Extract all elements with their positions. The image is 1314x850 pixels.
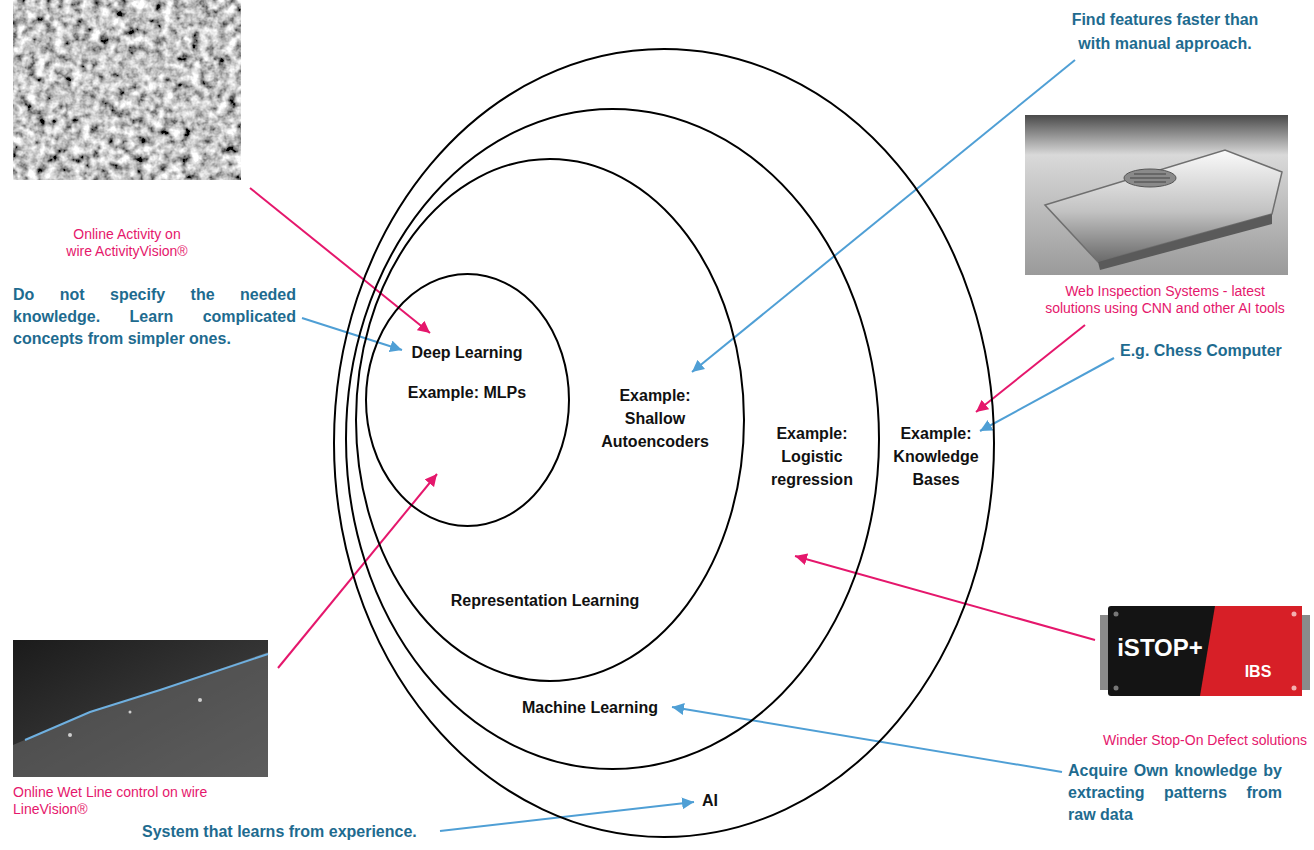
droplet: [129, 711, 132, 714]
annotation-note: E.g. Chess Computer: [1120, 341, 1282, 361]
leader-arrow: [795, 556, 1095, 640]
winder-device-panel: [1200, 606, 1302, 696]
wet-line-photo: [13, 640, 268, 777]
annotation-note: Do not specify the needed knowledge. Lea…: [13, 284, 296, 350]
device-bracket: [1100, 615, 1108, 690]
circle-outline-shape: [366, 274, 569, 526]
set-name: Machine Learning: [522, 696, 658, 719]
device-grill: [1124, 169, 1176, 187]
annotation-note: Acquire Own knowledge by extracting patt…: [1068, 760, 1282, 826]
ai-set-circle: AIExample: Knowledge BasesMachine Learni…: [333, 48, 995, 838]
web-inspection-photo: [1025, 115, 1288, 275]
circle-outline-shape: [356, 159, 744, 681]
wet-line-edge: [25, 654, 268, 740]
winder-device-body: [1108, 606, 1302, 696]
example-text: Example: MLPs: [408, 381, 526, 404]
screw: [1114, 686, 1119, 691]
example-text: Example: Shallow Autoencoders: [599, 384, 711, 453]
device-grill-line: [1134, 174, 1166, 175]
leader-arrow: [672, 707, 1062, 772]
leader-arrow: [440, 802, 694, 831]
machine-learning-set-circle: Machine Learning Example: Logistic regres…: [345, 108, 880, 770]
circle-outline-shape: [334, 49, 994, 837]
circle-outline-shape: [346, 109, 879, 769]
representation-learning-set-circle: Representation Learning Example: Shallow …: [355, 158, 745, 682]
example-text: Example: Knowledge Bases: [890, 422, 982, 491]
sem-photo: [13, 0, 241, 180]
device-shadow: [1098, 214, 1272, 270]
screw: [1292, 686, 1297, 691]
product-logo: iSTOP+: [1117, 634, 1203, 662]
set-name: Representation Learning: [451, 589, 639, 612]
annotation-note: Find features faster than with manual ap…: [1063, 8, 1268, 56]
leader-arrow: [980, 358, 1114, 431]
photo-caption: Online Activity on wire ActivityVision®: [63, 226, 191, 260]
annotation-note: System that learns from experience.: [142, 822, 417, 842]
set-name: Deep Learning: [411, 341, 522, 364]
device-bracket: [1302, 615, 1310, 690]
device-grill-line: [1134, 182, 1166, 183]
photo-caption: Web Inspection Systems - latest solution…: [1039, 283, 1291, 317]
set-name: AI: [702, 789, 718, 812]
example-text: Example: Logistic regression: [766, 422, 858, 491]
brand-logo: IBS: [1245, 662, 1272, 682]
device-grill-line: [1130, 178, 1170, 179]
screw: [1292, 612, 1297, 617]
deep-learning-set-circle: Deep LearningExample: MLPs: [365, 273, 570, 527]
wire-surface: [13, 652, 268, 777]
leader-arrow: [278, 474, 437, 668]
leader-arrow: [692, 60, 1075, 372]
droplet: [198, 698, 202, 702]
photo-caption: Online Wet Line control on wire LineVisi…: [13, 784, 228, 818]
droplet: [68, 733, 72, 737]
screw: [1114, 612, 1119, 617]
photo-caption: Winder Stop-On Defect solutions: [1103, 732, 1307, 749]
